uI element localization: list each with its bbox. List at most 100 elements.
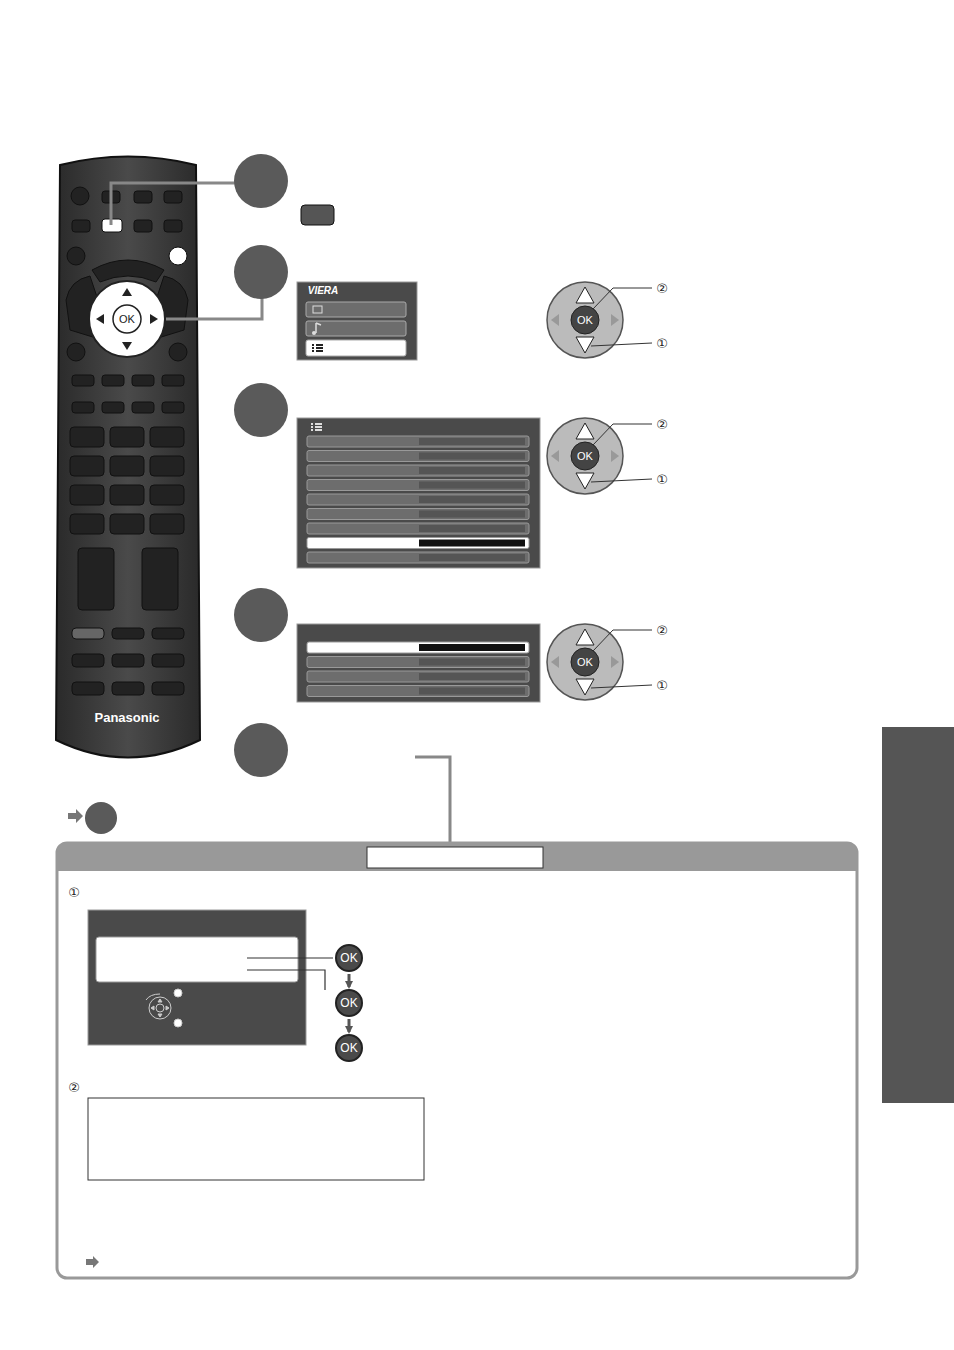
- button-label: OK: [340, 951, 357, 965]
- menu-row: [307, 494, 529, 505]
- leader-line: [166, 298, 262, 319]
- dpad-right: [611, 656, 619, 668]
- menu-row: [307, 523, 529, 534]
- dpad-right: [611, 314, 619, 326]
- leader-line: [111, 183, 236, 225]
- button-label: OK: [119, 314, 135, 325]
- dpad-up: [576, 287, 594, 303]
- button-label: OK: [340, 996, 357, 1010]
- menu-value: [419, 659, 525, 666]
- leader-line: [591, 343, 652, 346]
- menu-value: [419, 467, 525, 474]
- dpad-down: [576, 679, 594, 695]
- menu-value: [419, 525, 525, 532]
- step-circles: [234, 154, 288, 777]
- screen-image: [88, 910, 306, 1045]
- callout-number: ②: [656, 418, 668, 431]
- dpad-ok: [571, 442, 599, 470]
- flow-arrow: [348, 974, 351, 987]
- step-circle-small: [85, 802, 117, 834]
- menu-value: [419, 438, 525, 445]
- menu-row: [307, 509, 529, 520]
- menu-row: [307, 451, 529, 462]
- leader-line: [247, 970, 325, 990]
- remote-body: [56, 157, 200, 758]
- menu-row: [307, 671, 529, 682]
- remote-ok-ring: [113, 305, 141, 333]
- ok-button: OK: [335, 1034, 363, 1062]
- mini-dpad: [146, 989, 182, 1027]
- leader-line: [415, 757, 450, 845]
- dpad-up: [576, 629, 594, 645]
- logo-text: VIERA: [308, 286, 339, 296]
- menu-value: [419, 688, 525, 695]
- button-label: OK: [577, 315, 593, 326]
- menu-value: [419, 540, 525, 547]
- brand-logo: Panasonic: [94, 711, 159, 724]
- leader-line: [591, 685, 652, 688]
- button-label: OK: [577, 657, 593, 668]
- remote-buttons: [66, 187, 188, 695]
- leader-line: [247, 957, 333, 958]
- callout-number: ①: [68, 886, 80, 899]
- leader-line: [593, 288, 652, 309]
- dpads: [547, 282, 652, 700]
- menu-key: [301, 205, 334, 225]
- callout-number: ①: [656, 679, 668, 692]
- ok-button: OK: [335, 944, 363, 972]
- menu-row: [307, 480, 529, 491]
- menu-value: [419, 511, 525, 518]
- menu-row: [307, 465, 529, 476]
- menu-screen: [297, 624, 540, 702]
- arrow-symbol: [68, 809, 83, 823]
- menu-value: [419, 496, 525, 503]
- menu-value: [419, 673, 525, 680]
- callout-number: ②: [656, 624, 668, 637]
- leader-line: [593, 630, 652, 651]
- dpad-ok: [571, 648, 599, 676]
- menu-screen: [297, 418, 540, 568]
- menu-value: [419, 482, 525, 489]
- dpad: [547, 624, 623, 700]
- note-box: [57, 843, 857, 1278]
- dpad-left: [551, 314, 559, 326]
- menu-row: [307, 686, 529, 697]
- menu-row: [307, 538, 529, 549]
- header-label-box: [367, 847, 543, 868]
- leader-line: [591, 479, 652, 482]
- dialog-panel: [96, 937, 298, 982]
- flow-arrow: [348, 1019, 351, 1032]
- callout-number: ①: [656, 473, 668, 486]
- remote-arrows: [96, 288, 158, 350]
- dpad-right: [611, 450, 619, 462]
- menu-row: [307, 436, 529, 447]
- remote-dpad: [89, 281, 165, 357]
- dpad: [547, 418, 623, 494]
- dpad-ok: [571, 306, 599, 334]
- button-label: OK: [577, 451, 593, 462]
- side-tab: [882, 727, 954, 1103]
- leader-line: [593, 424, 652, 445]
- menu-row: [307, 642, 529, 653]
- dpad-left: [551, 450, 559, 462]
- arrow-symbol: [86, 1256, 99, 1268]
- menu-value: [419, 554, 525, 561]
- menu-screen: [297, 282, 417, 360]
- menu-row: [307, 552, 529, 563]
- note-header: [57, 843, 857, 871]
- dpad: [547, 282, 623, 358]
- dpad-left: [551, 656, 559, 668]
- menu-row: [307, 657, 529, 668]
- dpad-up: [576, 423, 594, 439]
- callout-number: ②: [68, 1081, 80, 1094]
- ok-button: OK: [335, 989, 363, 1017]
- note-panel: [88, 1098, 424, 1180]
- menu-value: [419, 453, 525, 460]
- dpad-down: [576, 473, 594, 489]
- button-label: OK: [340, 1041, 357, 1055]
- callout-number: ②: [656, 282, 668, 295]
- menu-value: [419, 644, 525, 651]
